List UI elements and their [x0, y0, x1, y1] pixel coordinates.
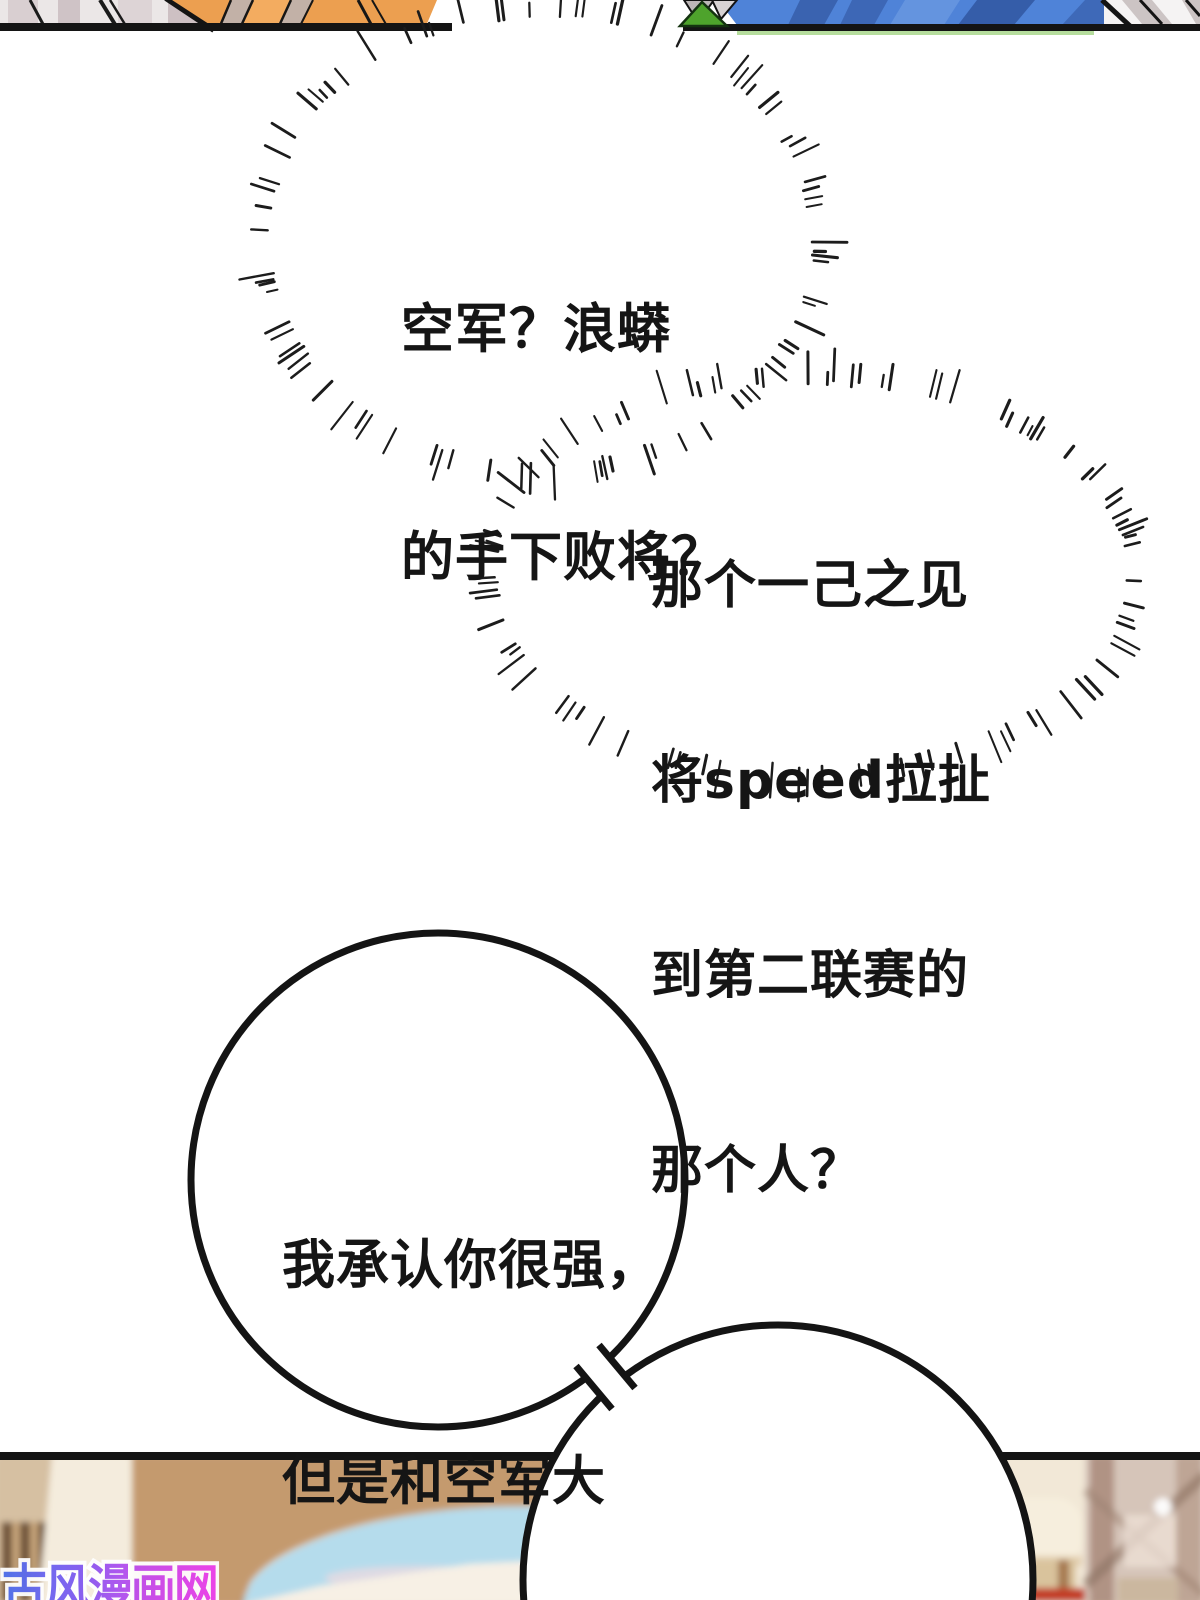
blue-jacket: [718, 0, 1104, 25]
pillar: [38, 1460, 152, 1600]
green-shape: [677, 0, 731, 28]
bubble-1-line: 的手下败将？: [401, 527, 725, 588]
bubble-2-text: 那个一己之见 将speed拉扯 到第二联赛的 那个人？: [651, 424, 991, 1334]
bubble-2-line: 将speed拉扯: [651, 751, 991, 811]
window-sill: [261, 1560, 548, 1600]
watermark-text: 古风漫画网: [2, 1547, 219, 1600]
bubble-1-text: 空军？浪蟒 的手下败将？: [401, 140, 725, 748]
metal-structure: [1081, 1460, 1200, 1600]
bubble-1-line: 空军？浪蟒: [401, 299, 671, 360]
bubble-4-text: 他可是认识 yeva，跟yeva: [611, 1466, 1009, 1600]
bubble-2-line: 那个人？: [651, 1141, 864, 1201]
panel-border-right: [683, 24, 1200, 31]
bubble-2-hatch-ring: [468, 347, 1149, 803]
bubble-2-line: 那个一己之见: [651, 556, 970, 616]
fabric-right: [1100, 0, 1200, 28]
orange-curtain: [172, 0, 437, 27]
previous-panel-strip: [0, 0, 1200, 35]
bubble-2-line: 到第二联赛的: [651, 946, 970, 1006]
bubble-3-line: 但是和空军大: [282, 1451, 606, 1512]
bubble-4-outline: [519, 1321, 1037, 1600]
arch-wall: [132, 1460, 548, 1600]
bubble-connector: [570, 1338, 641, 1415]
bubble-3-outline: [187, 929, 689, 1431]
bubble-1-hatch-ring: [238, 0, 849, 501]
watermark-outline: 古风漫画网: [0, 1547, 222, 1600]
bubble-3-text: 我承认你很强， 但是和空军大 神比，你可是 不值一提，: [282, 1086, 660, 1600]
panel-border-left: [0, 23, 452, 31]
bubble-3-line: 我承认你很强，: [282, 1235, 660, 1296]
grass-sliver: [737, 31, 1094, 35]
